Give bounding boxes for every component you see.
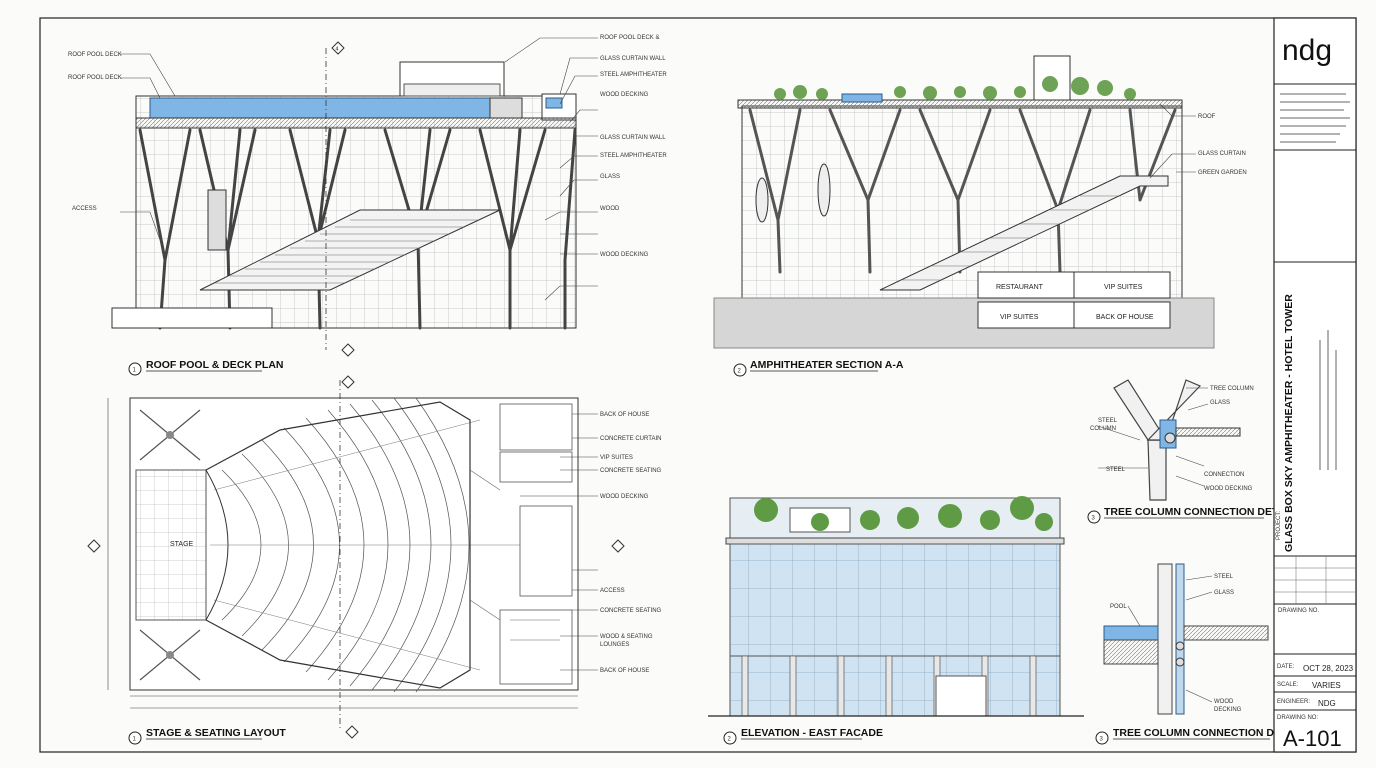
engineer-label: ENGINEER: xyxy=(1277,699,1310,705)
svg-text:4: 4 xyxy=(336,47,339,53)
v1-label-left3: ACCESS xyxy=(72,206,97,212)
v6-glass: GLASS xyxy=(1214,590,1234,596)
v1-label-r3: STEEL AMPHITHEATER xyxy=(600,72,667,78)
v6-decking: DECKING xyxy=(1214,707,1242,713)
v1-label-r9: WOOD DECKING xyxy=(600,252,649,258)
v4-label-r5: WOOD DECKING xyxy=(600,494,649,500)
v2-restaurant: RESTAURANT xyxy=(996,284,1044,291)
v2-vip2: VIP SUITES xyxy=(1000,314,1039,321)
v4-label-r1: BACK OF HOUSE xyxy=(600,412,649,418)
v4-stage: STAGE xyxy=(170,541,194,548)
v1-label-r6: STEEL AMPHITHEATER xyxy=(600,153,667,159)
v2-number: 2 xyxy=(738,369,742,375)
view-elevation-east-facade: 2 ELEVATION - EAST FACADE xyxy=(708,496,1084,745)
view-tree-column-detail-2: STEEL GLASS POOL WOOD DECKING 3 TREE COL… xyxy=(1095,563,1304,745)
v2-label-r2: GLASS CURTAIN xyxy=(1198,151,1246,157)
date-value: OCT 28, 2023 xyxy=(1303,664,1354,673)
v5-title: ELEVATION - EAST FACADE xyxy=(741,727,883,739)
view-roof-pool-deck-plan: 4 ROOF POOL DECK ROOF POOL DECK ACCESS R… xyxy=(68,35,667,376)
v1-label-r1: ROOF POOL DECK & xyxy=(600,35,659,41)
v1-label-r2: GLASS CURTAIN WALL xyxy=(600,56,666,62)
v3-glass: GLASS xyxy=(1210,400,1230,406)
v6-steel: STEEL xyxy=(1214,574,1234,580)
view-tree-column-detail-1: TREE COLUMN GLASS STEEL COLUMN STEEL CON… xyxy=(1087,379,1295,524)
v3-tree-column: TREE COLUMN xyxy=(1210,386,1254,392)
view-stage-seating-layout: STAGE xyxy=(87,375,662,745)
v3-title: TREE COLUMN CONNECTION DETAIL xyxy=(1104,506,1295,518)
view-amphitheater-section: RESTAURANT VIP SUITES VIP SUITES BACK OF… xyxy=(713,55,1247,377)
v6-number: 3 xyxy=(1100,737,1104,743)
v1-label-r5: GLASS CURTAIN WALL xyxy=(600,135,666,141)
title-block: ndg GLASS BOX SKY AMPHITHEATER - HOTEL T… xyxy=(1273,17,1357,753)
v6-pool: POOL xyxy=(1110,604,1127,610)
project-name: GLASS BOX SKY AMPHITHEATER - HOTEL TOWER xyxy=(1283,294,1295,552)
v1-number: 1 xyxy=(133,368,137,374)
v4-label-r8: WOOD & SEATING xyxy=(600,634,653,640)
v5-number: 2 xyxy=(728,737,732,743)
v3-number: 3 xyxy=(1092,516,1096,522)
v4-label-r9: LOUNGES xyxy=(600,642,629,648)
v1-label-r7: GLASS xyxy=(600,174,620,180)
v2-label-r1: ROOF xyxy=(1198,114,1216,120)
v4-label-r6: ACCESS xyxy=(600,588,625,594)
engineer-value: NDG xyxy=(1318,699,1336,708)
v1-label-r8: WOOD xyxy=(600,206,620,212)
drawing-no-label: DRAWING NO. xyxy=(1278,608,1319,614)
v4-label-r2: CONCRETE CURTAIN xyxy=(600,436,661,442)
v1-label-left2: ROOF POOL DECK xyxy=(68,75,122,81)
v3-steel2: STEEL xyxy=(1106,467,1126,473)
v4-title: STAGE & SEATING LAYOUT xyxy=(146,727,286,739)
v1-label-r4: WOOD DECKING xyxy=(600,92,649,98)
drawing-number: A-101 xyxy=(1283,726,1342,751)
scale-label: SCALE: xyxy=(1277,682,1299,688)
date-label: DATE: xyxy=(1277,664,1295,670)
v6-title: TREE COLUMN CONNECTION DETAIL xyxy=(1113,727,1304,739)
v1-label-left1: ROOF POOL DECK xyxy=(68,52,122,58)
drawing-no-label-2: DRAWING NO: xyxy=(1277,715,1318,721)
v4-label-r10: BACK OF HOUSE xyxy=(600,668,649,674)
v4-label-r7: CONCRETE SEATING xyxy=(600,608,662,614)
v3-steel1: STEEL xyxy=(1098,418,1118,424)
v3-wood-decking: WOOD DECKING xyxy=(1204,486,1253,492)
v2-label-r3: GREEN GARDEN xyxy=(1198,170,1247,176)
v4-label-r4: CONCRETE SEATING xyxy=(600,468,662,474)
v2-boh: BACK OF HOUSE xyxy=(1096,314,1154,321)
v2-vip1: VIP SUITES xyxy=(1104,284,1143,291)
v4-number: 1 xyxy=(133,737,137,743)
scale-value: VARIES xyxy=(1312,681,1341,690)
v2-title: AMPHITHEATER SECTION A-A xyxy=(750,359,904,371)
v4-label-r3: VIP SUITES xyxy=(600,455,633,461)
project-label: PROJECT: xyxy=(1276,511,1282,540)
v1-title: ROOF POOL & DECK PLAN xyxy=(146,359,283,371)
v3-column: COLUMN xyxy=(1090,426,1116,432)
ndg-logo: ndg xyxy=(1282,34,1332,67)
v6-wood: WOOD xyxy=(1214,699,1234,705)
v3-connection: CONNECTION xyxy=(1204,472,1244,478)
